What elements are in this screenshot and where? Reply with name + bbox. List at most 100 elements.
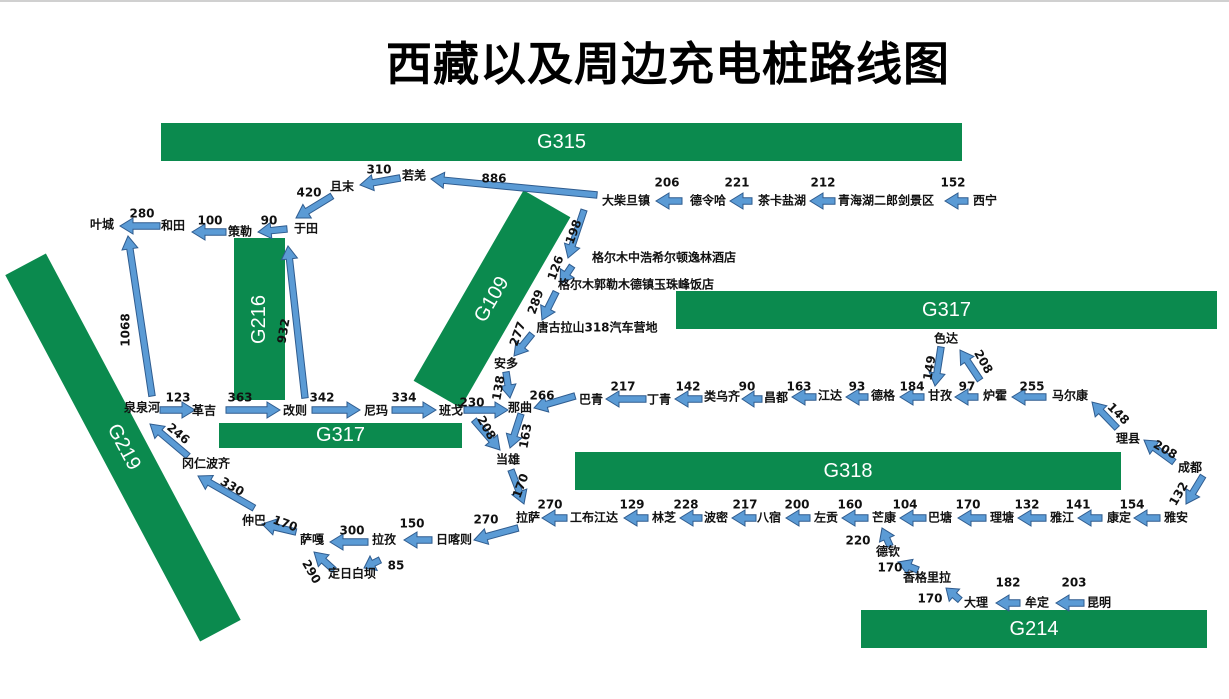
route-arrow-qhl-chaka — [809, 192, 836, 210]
city-label-lasa: 拉萨 — [516, 510, 540, 525]
distance-label: 163 — [786, 380, 811, 394]
distance-label: 270 — [537, 498, 562, 512]
distance-label: 138 — [489, 374, 507, 401]
city-label-linzhi: 林芝 — [652, 510, 676, 525]
distance-label: 255 — [1019, 380, 1044, 394]
city-label-litang: 理塘 — [990, 510, 1014, 525]
city-label-deqin: 德钦 — [876, 544, 900, 559]
highway-g318: G318 — [575, 452, 1121, 490]
city-label-hetian: 和田 — [160, 218, 185, 233]
city-label-kunming: 昆明 — [1087, 596, 1111, 610]
distance-label: 141 — [1065, 498, 1090, 512]
highway-g315: G315 — [161, 123, 962, 161]
route-arrow-litang-batang — [957, 509, 987, 527]
city-label-golmud1: 格尔木中浩希尔顿逸林酒店 — [592, 250, 736, 265]
highway-g317-west: G317 — [219, 423, 462, 448]
distance-label: 85 — [388, 559, 405, 573]
route-arrow-xining-qhl — [944, 192, 969, 210]
city-label-qinghai-lake: 青海湖二郎剑景区 — [838, 193, 934, 208]
distance-label: 220 — [845, 534, 870, 548]
route-arrow-yajiang-litang — [1017, 509, 1047, 527]
route-arrow-gbjd-lasa — [541, 509, 568, 527]
route-arrow-nagqu-dangxiong — [505, 412, 525, 449]
city-label-lixian: 理县 — [1116, 432, 1140, 446]
city-label-kangding: 康定 — [1107, 510, 1131, 525]
city-label-gongbujiangda: 工布江达 — [570, 510, 618, 525]
city-label-dachaidan: 大柴旦镇 — [602, 193, 650, 208]
distance-label: 334 — [391, 391, 416, 405]
distance-label: 270 — [473, 513, 498, 527]
city-label-mangkang: 芒康 — [872, 510, 897, 525]
route-arrow-mangkang-zuogong — [841, 509, 869, 527]
route-arrow-golmud-tanggula — [540, 289, 560, 321]
distance-label: 300 — [339, 524, 364, 538]
distance-label: 203 — [1061, 576, 1086, 590]
distance-label: 212 — [810, 176, 835, 190]
distance-label: 104 — [892, 498, 917, 512]
distance-label: 184 — [899, 380, 924, 394]
highway-g216: G216 — [234, 238, 285, 400]
distance-label: 149 — [920, 354, 938, 381]
distance-label: 230 — [459, 396, 484, 410]
distance-label: 142 — [675, 380, 700, 394]
route-arrow-zhongba-gangren — [197, 474, 257, 512]
city-label-yecheng: 叶城 — [90, 217, 114, 232]
route-arrow-lixian-maerkang — [1091, 401, 1121, 431]
city-label-qiemo: 且末 — [330, 179, 355, 194]
distance-label: 228 — [673, 498, 698, 512]
route-arrow-dangxiong-lasa — [507, 468, 528, 505]
route-arrow-ruoqiang-qiemo — [359, 173, 402, 192]
distance-label: 170 — [917, 592, 942, 606]
city-label-basu: 八宿 — [756, 510, 781, 525]
city-label-ruoqiang: 若羌 — [401, 168, 426, 183]
route-arrow-qsh-yecheng — [121, 235, 156, 398]
city-label-geji: 革吉 — [192, 403, 216, 418]
distance-label: 182 — [995, 576, 1020, 590]
distance-label: 266 — [529, 389, 554, 403]
distance-label: 93 — [849, 380, 866, 394]
city-label-luhuo: 炉霍 — [983, 388, 1007, 403]
city-label-maerkang: 马尔康 — [1052, 388, 1089, 403]
route-arrow-linzhi-gbjd — [623, 509, 649, 527]
route-arrow-delingha-dachaidan — [655, 192, 683, 210]
route-arrow-hetian-yecheng — [119, 217, 161, 235]
city-label-gangren: 冈仁波齐 — [182, 456, 231, 471]
distance-label: 217 — [610, 380, 635, 394]
route-arrow-bange-dangxiong — [470, 417, 501, 451]
route-arrow-qsh-geji — [159, 401, 196, 419]
route-arrow-golmud-golmud — [559, 263, 576, 285]
distance-label: 420 — [296, 186, 321, 200]
city-label-dingri: 定日白坝 — [328, 566, 376, 581]
city-label-leiwuqi: 类乌齐 — [704, 389, 741, 404]
route-arrow-rikaze-lazi — [403, 531, 433, 549]
route-arrow-dingqing-baqing — [605, 390, 647, 408]
route-arrow-deqin-mangkang — [878, 527, 896, 548]
route-arrow-bomi-linzhi — [679, 509, 703, 527]
distance-label: 123 — [165, 391, 190, 405]
distance-label: 97 — [959, 380, 976, 394]
city-label-anduo: 安多 — [494, 356, 518, 371]
city-label-zuogong: 左贡 — [813, 510, 838, 525]
route-arrow-dachaidan-golmud — [563, 208, 588, 259]
route-arrow-basu-bomi — [731, 509, 757, 527]
distance-label: 310 — [366, 163, 391, 177]
city-label-saga: 萨嘎 — [300, 532, 324, 547]
route-arrows — [119, 171, 1207, 612]
route-arrow-lasa-rikaze — [473, 524, 520, 546]
distance-label: 170 — [955, 498, 980, 512]
route-arrow-leiwuqi-dingqing — [674, 390, 703, 408]
city-label-baqing: 巴青 — [579, 392, 603, 407]
distance-label: 280 — [129, 207, 154, 221]
route-arrow-chengdu-yaan — [1185, 473, 1207, 505]
city-label-nagqu: 那曲 — [508, 400, 532, 415]
distance-label: 152 — [940, 176, 965, 190]
city-label-yajiang: 雅江 — [1049, 510, 1074, 525]
route-arrow-mouding-dali — [995, 594, 1021, 612]
city-label-shangri-la: 香格里拉 — [902, 570, 951, 585]
route-arrow-dali-shangri — [945, 587, 963, 604]
route-arrow-kunming-mouding — [1055, 594, 1085, 612]
distance-label: 206 — [654, 176, 679, 190]
route-arrow-luhuo-seda — [959, 349, 984, 383]
